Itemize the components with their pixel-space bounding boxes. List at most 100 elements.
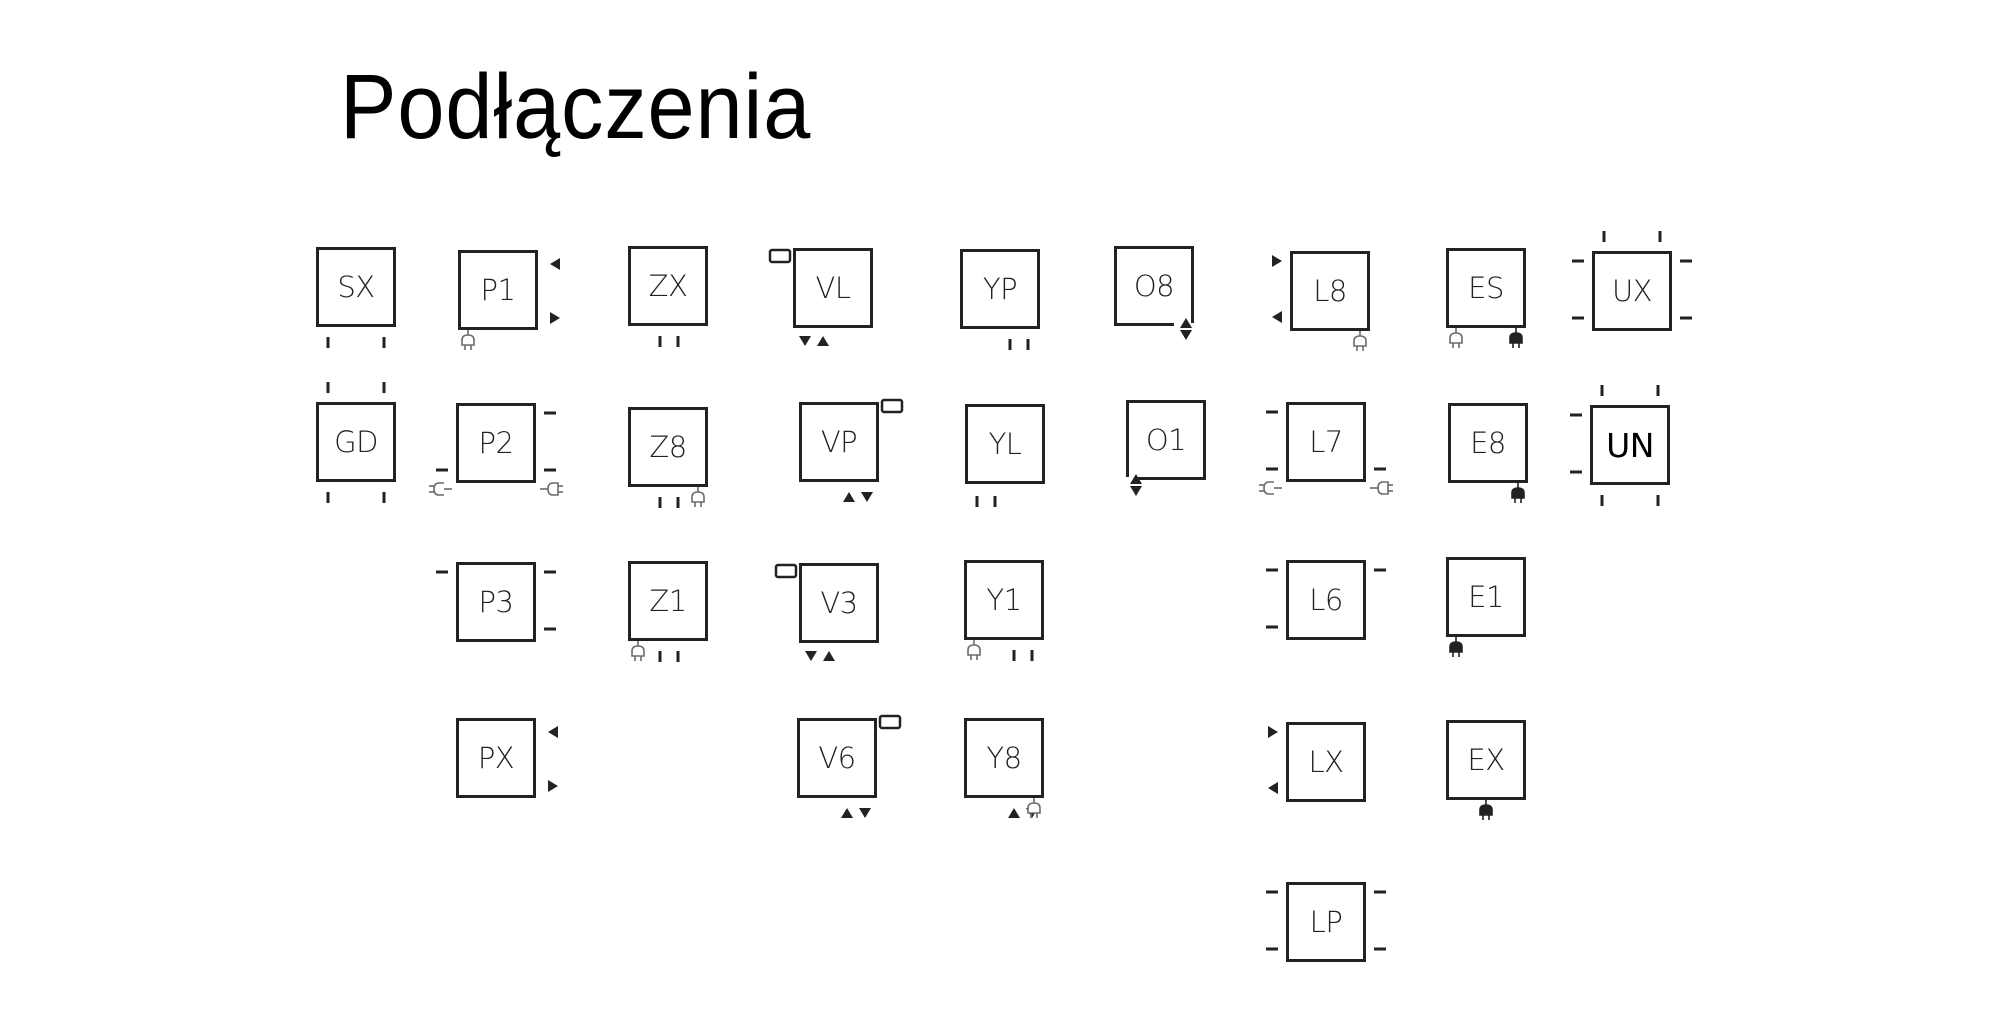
plug-filled-bottom-center-icon: [1479, 800, 1493, 820]
pipe-pair-bottom-center-icon: [658, 651, 680, 662]
connection-symbols-icon: [1008, 339, 1030, 350]
double-arrow-bottom-left-icon: [1124, 474, 1142, 496]
pipe-right-top-icon: [544, 411, 556, 415]
connection-o1: O1: [1124, 400, 1206, 496]
plug-outline-bottom-left-icon: [967, 640, 981, 660]
connection-symbols-icon: [1268, 726, 1278, 794]
pipe-pair-bottom-center-icon: [658, 497, 680, 508]
arrows-bottom-down-up-icon: [799, 336, 829, 346]
connection-symbols-icon: [841, 714, 902, 818]
connection-symbols-icon: [1174, 318, 1196, 340]
pipe-right-top-icon: [1374, 568, 1386, 572]
plug-outline-left-icon: [429, 482, 452, 496]
plug-outline-bottom-right-icon: [691, 487, 705, 507]
connection-symbols-icon: [436, 570, 556, 631]
arrows-bottom-up-down-icon: [843, 492, 873, 502]
connection-code-label: V6: [797, 718, 877, 798]
connection-code-label: YL: [965, 404, 1045, 484]
pipe-right-bottom-icon: [544, 627, 556, 631]
pipe-left-top-icon: [1572, 259, 1584, 263]
connection-code-label: EX: [1446, 720, 1526, 800]
pipe-left-top-icon: [1266, 890, 1278, 894]
connection-un: UN: [1570, 385, 1670, 506]
valve-head-top-right-icon: [878, 714, 902, 730]
pipe-left-top-icon: [1266, 568, 1278, 572]
connection-lp: LP: [1266, 882, 1386, 962]
connection-code-label: P3: [456, 562, 536, 642]
pipe-pair-bottom-right-icon: [1008, 339, 1030, 350]
pipe-left-bottom-icon: [1572, 316, 1584, 320]
connection-code-label: V3: [799, 563, 879, 643]
connection-z8: Z8: [628, 407, 708, 508]
connection-y8: Y8: [964, 718, 1044, 818]
pipe-left-bottom-icon: [1266, 625, 1278, 629]
arrows-left-side-icon: [1272, 255, 1282, 323]
connection-code-label: YP: [960, 249, 1040, 329]
valve-head-top-right-icon: [880, 398, 904, 414]
connection-symbols-icon: [1570, 385, 1660, 506]
connection-ux: UX: [1572, 231, 1692, 331]
connection-code-label: Z1: [628, 561, 708, 641]
pipe-pair-top-icon: [326, 382, 386, 393]
pipe-pair-bottom-center-icon: [658, 336, 680, 347]
connection-code-label: GD: [316, 402, 396, 482]
connection-code-label: L6: [1286, 560, 1366, 640]
connection-l8: L8: [1272, 251, 1370, 351]
arrows-right-side-icon: [548, 726, 558, 792]
connection-code-label: L7: [1286, 402, 1366, 482]
connection-symbols-icon: [461, 258, 560, 350]
pipe-left-bottom-icon: [436, 468, 448, 472]
pipe-left-bottom-icon: [1266, 467, 1278, 471]
connection-vp: VP: [799, 398, 904, 502]
arrows-bottom-down-up-icon: [805, 651, 835, 661]
connection-symbols-icon: [631, 641, 680, 662]
pipe-right-top-icon: [1374, 890, 1386, 894]
connection-code-label: LX: [1286, 722, 1366, 802]
connection-symbols-icon: [1124, 474, 1142, 496]
connection-e1: E1: [1446, 557, 1526, 657]
plug-filled-bottom-right-icon: [1511, 483, 1525, 503]
connection-code-label: SX: [316, 247, 396, 327]
connection-e8: E8: [1448, 403, 1528, 503]
plug-outline-bottom-left-icon: [461, 330, 475, 350]
connection-code-label: Y8: [964, 718, 1044, 798]
plug-outline-right-icon: [540, 482, 563, 496]
connection-code-label: O1: [1126, 400, 1206, 480]
connection-symbols-icon: [658, 336, 680, 347]
pipe-right-bottom-icon: [1680, 316, 1692, 320]
connection-code-label: VL: [793, 248, 873, 328]
plug-outline-bottom-right-icon: [1353, 331, 1367, 351]
connection-code-label: E8: [1448, 403, 1528, 483]
connection-code-label: Z8: [628, 407, 708, 487]
pipe-left-bottom-icon: [1570, 470, 1582, 474]
connection-code-label: LP: [1286, 882, 1366, 962]
connection-zx: ZX: [628, 246, 708, 347]
pipe-right-top-icon: [1680, 259, 1692, 263]
connection-code-label: Y1: [964, 560, 1044, 640]
plug-filled-bottom-right-icon: [1509, 328, 1523, 348]
connection-yp: YP: [960, 249, 1040, 350]
connection-sx: SX: [316, 247, 396, 348]
connection-o8: O8: [1114, 246, 1196, 340]
arrows-right-side-icon: [550, 258, 560, 324]
connection-code-label: ZX: [628, 246, 708, 326]
connection-symbols-icon: [975, 496, 997, 507]
connection-symbols-icon: [1259, 410, 1393, 495]
connection-es: ES: [1446, 248, 1526, 348]
connection-symbols-icon: [1449, 328, 1523, 348]
connection-symbols-icon: [774, 563, 835, 661]
connection-code-label: E1: [1446, 557, 1526, 637]
connection-symbols-icon: [967, 640, 1034, 661]
connection-symbols-icon: [768, 248, 829, 346]
plug-outline-bottom-right-icon: [1027, 798, 1041, 818]
pipe-pair-bottom-right-icon: [1012, 650, 1034, 661]
connection-code-label: L8: [1290, 251, 1370, 331]
connection-symbols-icon: [1266, 890, 1386, 951]
connection-symbols-icon: [1511, 483, 1525, 503]
connection-symbols-icon: [326, 337, 386, 348]
connection-symbols-icon: [1008, 798, 1041, 818]
arrows-left-side-icon: [1268, 726, 1278, 794]
valve-head-top-left-icon: [768, 248, 792, 264]
connection-lx: LX: [1268, 722, 1366, 802]
connection-ex: EX: [1446, 720, 1526, 820]
